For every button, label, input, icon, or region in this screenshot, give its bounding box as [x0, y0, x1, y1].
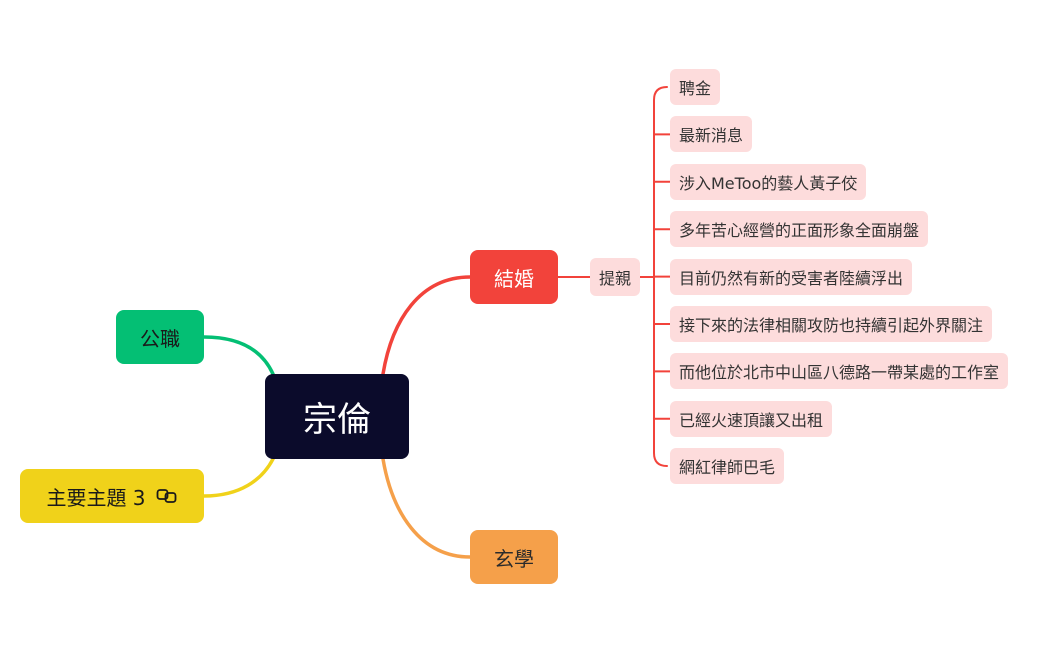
connector-xuanxue	[381, 457, 472, 559]
connector-main3	[202, 457, 275, 498]
connector-gongzhi	[202, 335, 275, 376]
topic-main-3[interactable]: 主要主題 3	[20, 469, 204, 523]
topic-marriage-label: 結婚	[494, 266, 534, 291]
subtopic-proposal[interactable]: 提親	[590, 258, 640, 296]
topic-xuanxue[interactable]: 玄學	[470, 530, 558, 584]
central-topic-label: 宗倫	[303, 400, 371, 440]
topic-main-3-label: 主要主題 3	[46, 485, 146, 510]
topic-marriage[interactable]: 結婚	[470, 250, 558, 304]
link-icon[interactable]	[156, 488, 178, 504]
subtopic-proposal-label: 提親	[598, 269, 631, 288]
central-topic[interactable]: 宗倫	[265, 374, 409, 459]
leaf-topic[interactable]: 多年苦心經營的正面形象全面崩盤	[670, 211, 929, 248]
leaf-topic[interactable]: 涉入MeToo的藝人黃子佼	[670, 163, 867, 200]
leaf-topic[interactable]: 目前仍然有新的受害者陸續浮出	[670, 258, 913, 295]
connector-marriage	[381, 275, 472, 376]
leaf-topic[interactable]: 最新消息	[670, 116, 753, 153]
connector-spine	[653, 86, 668, 467]
leaf-topic[interactable]: 已經火速頂讓又出租	[670, 400, 833, 437]
leaf-topic[interactable]: 聘金	[670, 69, 721, 105]
topic-gongzhi[interactable]: 公職	[116, 310, 204, 364]
leaf-topic[interactable]: 而他位於北市中山區八德路一帶某處的工作室	[670, 353, 1009, 390]
topic-xuanxue-label: 玄學	[494, 546, 534, 571]
topic-gongzhi-label: 公職	[140, 326, 180, 351]
leaf-topic[interactable]: 接下來的法律相關攻防也持續引起外界關注	[670, 306, 993, 342]
leaf-topic[interactable]: 網紅律師巴毛	[670, 448, 785, 485]
